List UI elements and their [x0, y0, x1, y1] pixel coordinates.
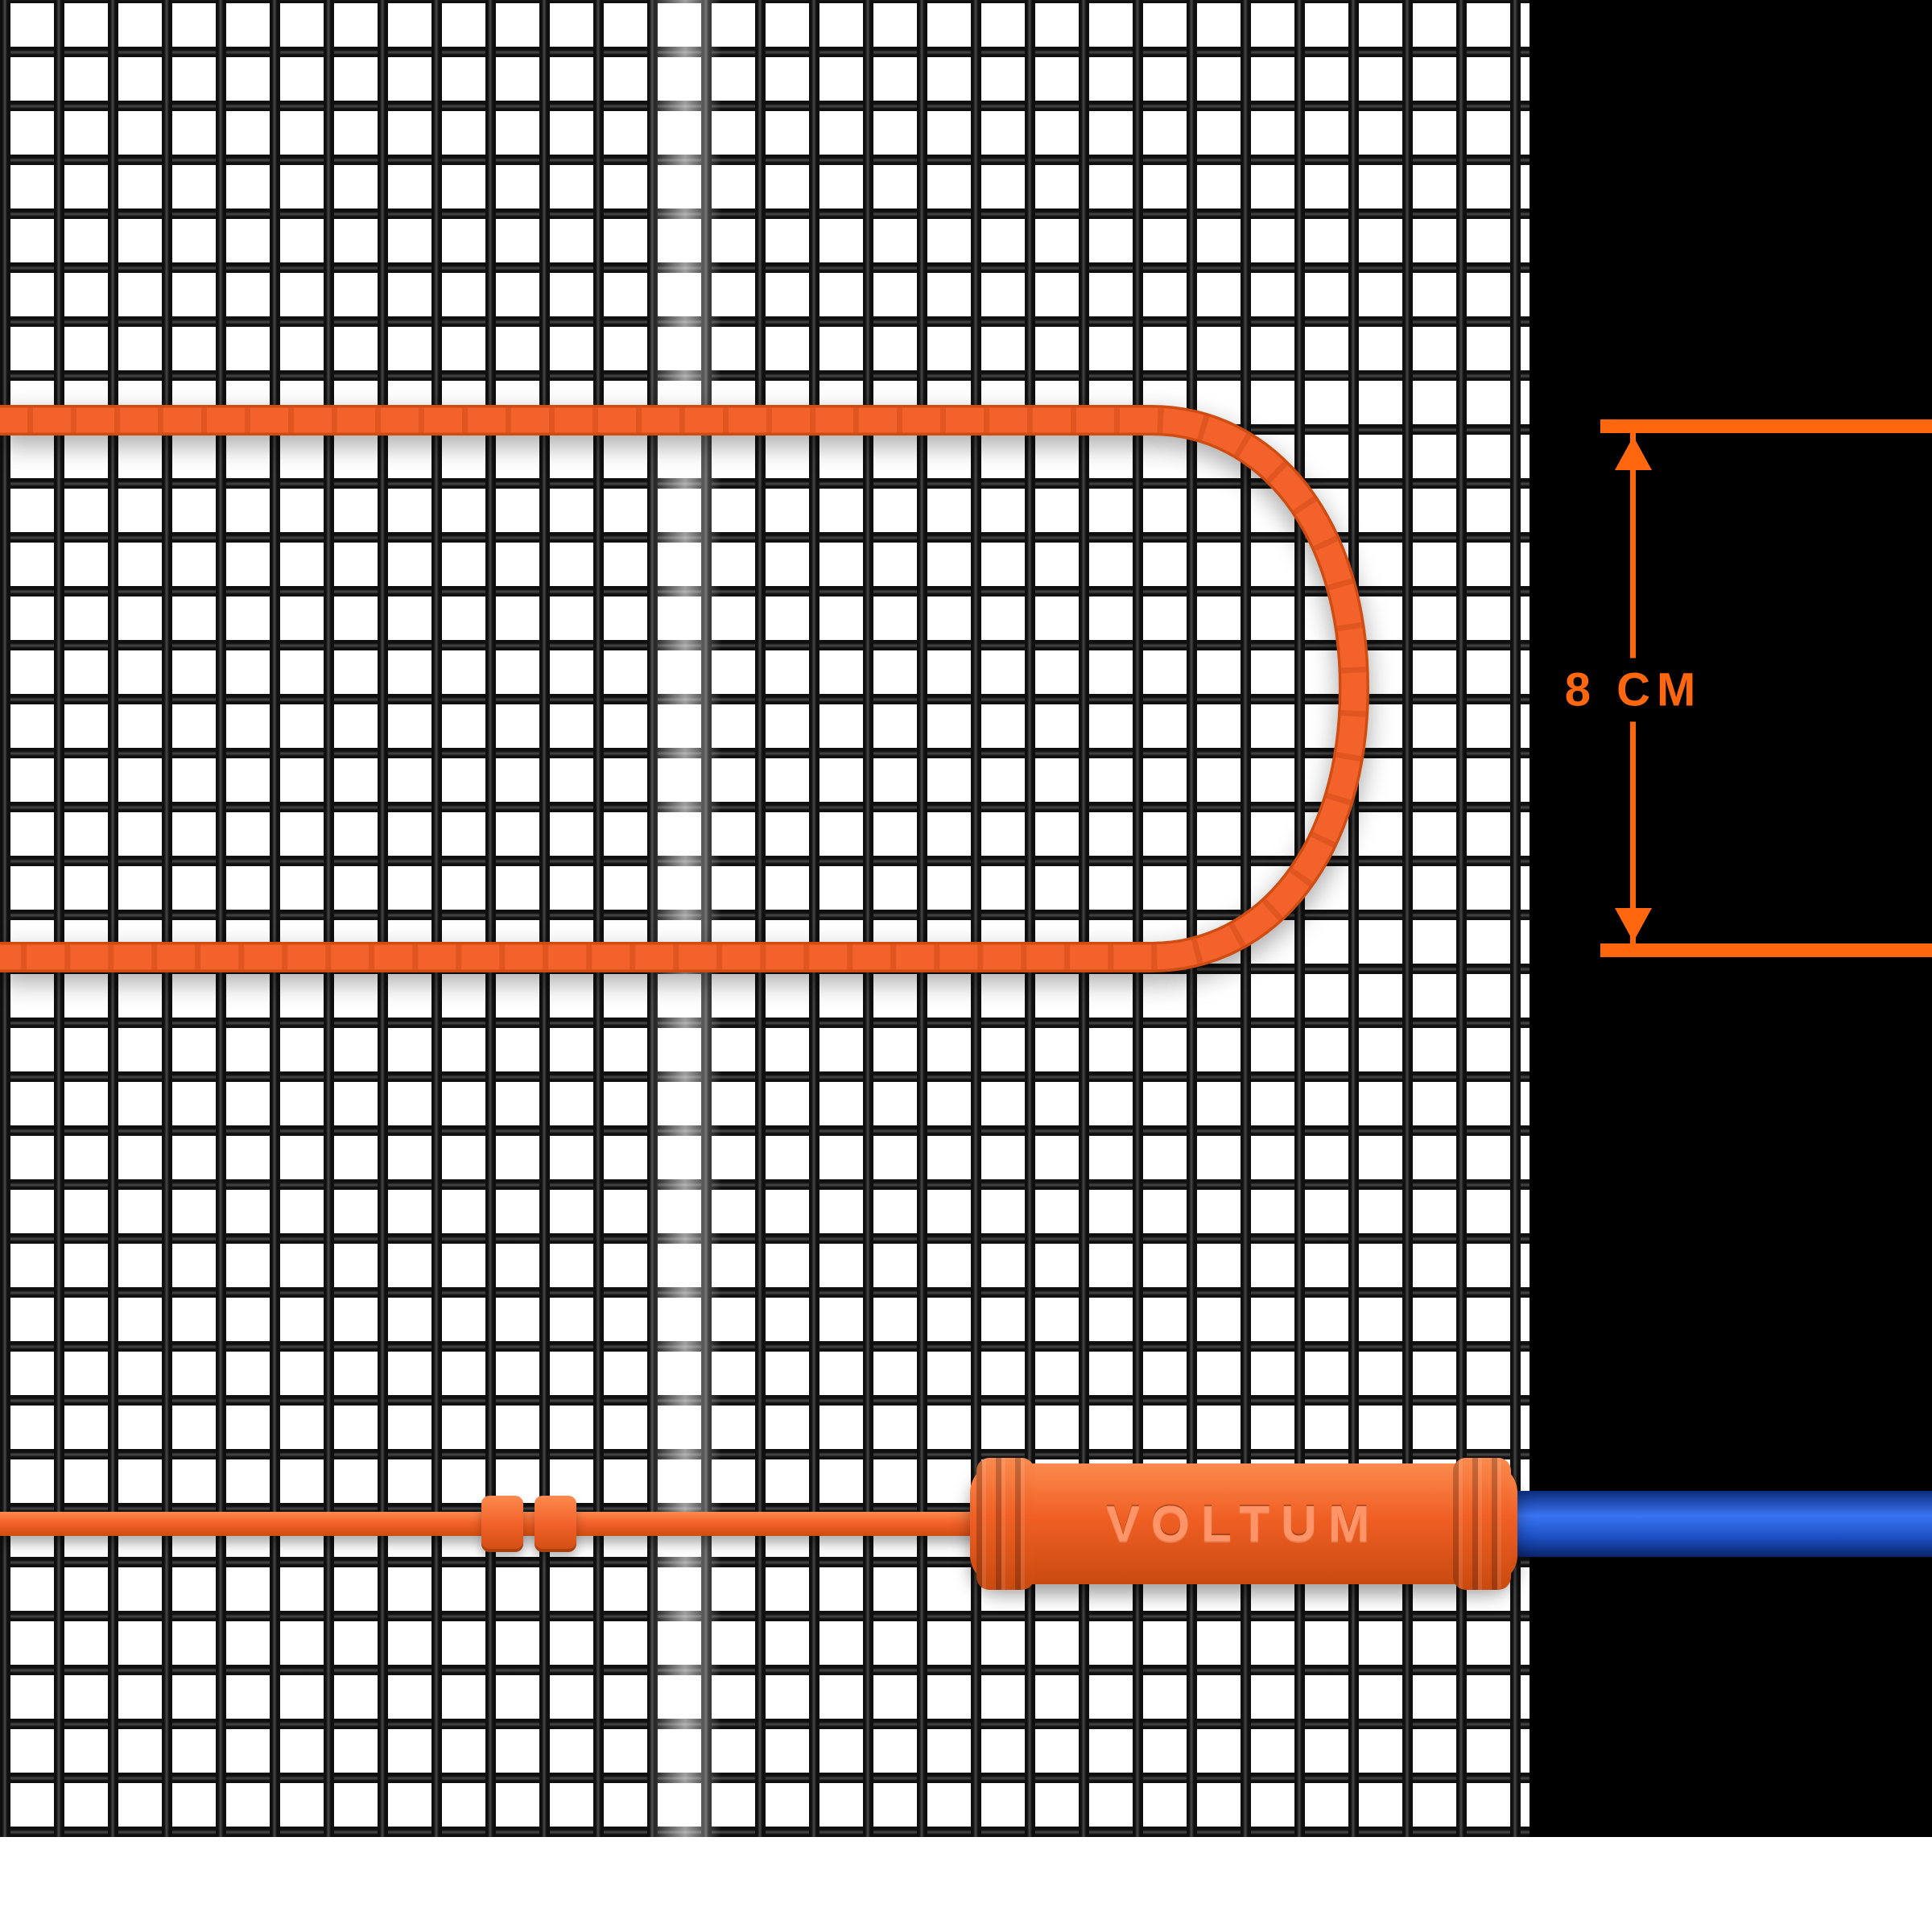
- power-connector: VOLTUM: [970, 1458, 1517, 1590]
- spacing-top-bar: [1600, 419, 1932, 433]
- connector-collar-left: [976, 1458, 1034, 1590]
- cable-splice-clip-right: [535, 1496, 576, 1552]
- arrow-up-icon: [1615, 436, 1652, 470]
- connector-collar-right: [1453, 1458, 1511, 1590]
- connector-brand-label: VOLTUM: [1106, 1496, 1381, 1552]
- arrow-down-icon: [1615, 908, 1652, 942]
- blue-power-cord: [1491, 1491, 1932, 1557]
- cable-splice-clip-left: [481, 1496, 523, 1552]
- black-backdrop-panel: [1530, 0, 1932, 1837]
- power-connector-body: [970, 1463, 1517, 1584]
- spacing-label: 8 CM: [1556, 658, 1711, 722]
- spacing-bottom-bar: [1600, 943, 1932, 957]
